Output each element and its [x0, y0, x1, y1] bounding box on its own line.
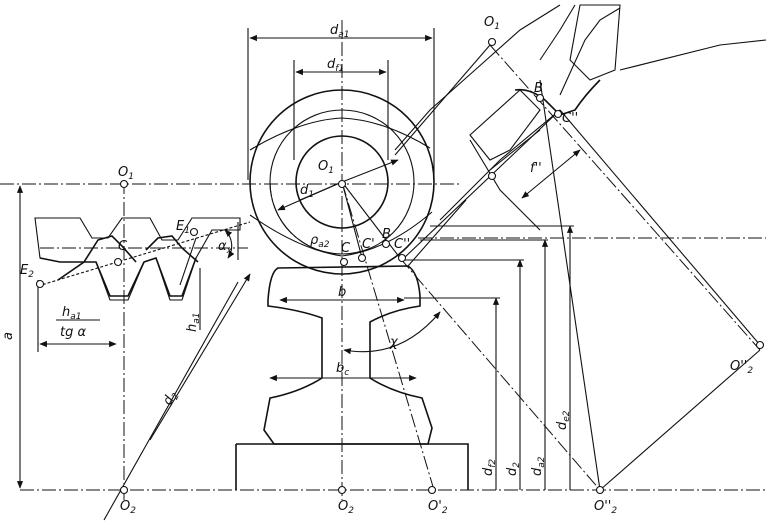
- inclined-gear-section: [394, 4, 766, 231]
- label-b: b: [338, 285, 346, 300]
- label-o2-dprime-right: O''2: [730, 359, 753, 376]
- label-e2: E2: [20, 263, 34, 280]
- label-o1-left: O1: [118, 165, 134, 182]
- labels: da1 df1 O1 O1 O1 d1 ρa2 C C' C'' B B C''…: [1, 15, 753, 516]
- label-chi: χ: [389, 335, 399, 350]
- rail-body: [235, 265, 469, 490]
- point-markers: [35, 37, 765, 495]
- label-c-left: C: [118, 239, 128, 254]
- label-o1-center: O1: [318, 159, 334, 176]
- label-da1: da1: [330, 23, 350, 40]
- label-df2: df2: [481, 459, 498, 476]
- label-ha1-over: ha1: [62, 305, 82, 322]
- construction-lines: [37, 44, 761, 521]
- label-bc: bc: [336, 361, 349, 378]
- label-o1-top: O1: [484, 15, 500, 32]
- label-d2-right: d2: [505, 462, 522, 476]
- label-c-prime: C': [362, 237, 375, 252]
- label-o2-left: O2: [120, 499, 136, 516]
- label-df1: df1: [327, 57, 344, 74]
- label-b-right: B: [534, 81, 543, 96]
- label-a: a: [1, 332, 16, 340]
- label-b-center: B: [382, 227, 391, 242]
- label-o2-center: O2: [338, 499, 354, 516]
- label-o2-prime: O'2: [428, 499, 448, 516]
- label-o2-dprime-bottom: O''2: [594, 499, 617, 516]
- dimension-lines: [16, 28, 581, 490]
- label-c-center: C: [341, 241, 351, 256]
- label-d1: d1: [300, 183, 314, 200]
- label-f-dprime: f'': [530, 161, 542, 176]
- label-da2: da2: [530, 456, 547, 476]
- label-ha1-vert: ha1: [185, 313, 202, 333]
- label-rho-a2: ρa2: [310, 233, 330, 250]
- label-tg-alpha: tg α: [60, 325, 86, 340]
- label-de2: de2: [555, 410, 572, 430]
- label-alpha-x: αx: [218, 239, 233, 256]
- label-c-dprime-right: C'': [562, 111, 578, 126]
- rack-section: [34, 217, 241, 301]
- label-d2-left: d2: [160, 388, 182, 409]
- label-e1: E1: [176, 219, 190, 236]
- label-c-dprime: C'': [394, 237, 410, 252]
